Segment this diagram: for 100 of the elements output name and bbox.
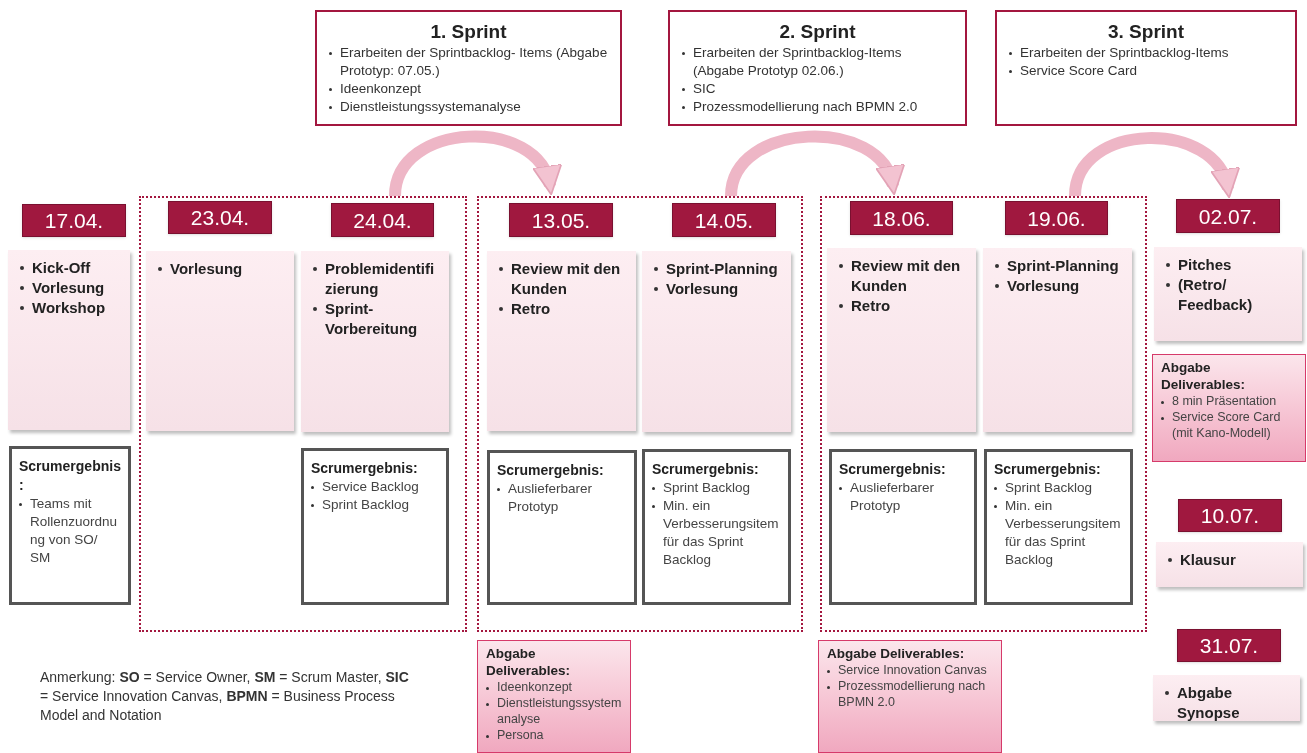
date-label — [850, 201, 953, 235]
list-item: Review mit den Kunden — [851, 256, 962, 296]
result-box — [829, 449, 977, 605]
activity-card — [487, 251, 636, 431]
date-label — [168, 201, 272, 234]
list-item: Dienstleistungssystemanalyse — [340, 98, 521, 116]
deliverables-heading: Abgabe Deliverables: — [1161, 359, 1247, 393]
list-item: Vorlesung — [1007, 276, 1080, 296]
date-text: 18.06. — [872, 207, 931, 229]
sprint-heading: 1. Sprint — [429, 20, 508, 44]
list-item: Vorlesung — [666, 279, 739, 299]
list-item: Sprint Backlog — [1005, 479, 1093, 497]
sprint-box — [668, 10, 967, 126]
result-heading: Scrumergebnis: — [19, 457, 121, 495]
list-item: Retro — [851, 296, 891, 316]
list-item: Prozessmodellierung nach BPMN 2.0 — [693, 98, 918, 116]
list-item: Prozessmodellierung nach BPMN 2.0 — [838, 678, 987, 710]
sprint-heading: 2. Sprint — [778, 20, 857, 44]
activity-card — [983, 248, 1132, 432]
result-heading: Scrumergebnis: — [497, 461, 605, 480]
list-item: SIC — [693, 80, 716, 98]
list-item: Erarbeiten der Sprintbacklog-Items (Abgabe Prototyp 02.06.) — [693, 44, 903, 80]
list-item: Vorlesung — [170, 259, 243, 279]
dotted-group-frame — [820, 196, 1147, 632]
list-item: Dienstleistungssystemanalyse — [497, 695, 622, 727]
list-item: (Retro/ Feedback) — [1178, 275, 1254, 315]
date-label — [1178, 499, 1282, 532]
list-item: Min. ein Verbesserungsitem für das Sprint Backlog — [663, 497, 780, 569]
note-text: Anmerkung: SO = Service Owner, SM = Scrum Master, SIC = Service Innovation Canvas, BPMN = Business Process Model and Notation — [40, 668, 410, 725]
list-item: Persona — [497, 727, 544, 743]
list-item: Sprint Backlog — [663, 479, 751, 497]
list-item: Pitches — [1178, 255, 1232, 275]
list-item: Erarbeiten der Sprintbacklog- Items (Abgabe Prototyp: 07.05.) — [340, 44, 608, 80]
list-item: Kick-Off — [32, 258, 91, 278]
deliverables-heading: Abgabe Deliverables: — [486, 645, 572, 679]
deliverables-box — [818, 640, 1002, 753]
sprint-box — [315, 10, 622, 126]
list-item: Sprint Backlog — [322, 496, 410, 514]
list-item: Vorlesung — [32, 278, 105, 298]
date-label — [1005, 201, 1108, 235]
list-item: Sprint-Vorbereitung — [325, 299, 419, 339]
curved-arrow — [389, 130, 559, 197]
date-label — [22, 204, 126, 237]
deliverables-heading: Abgabe Deliverables: — [827, 645, 966, 662]
list-item: Workshop — [32, 298, 106, 318]
activity-card — [8, 250, 130, 430]
result-box — [642, 449, 791, 605]
date-text: 14.05. — [694, 209, 754, 231]
list-item: Problemidentifizierung — [325, 259, 436, 299]
result-box — [984, 449, 1133, 605]
list-item: Service Backlog — [322, 478, 419, 496]
activity-card — [827, 248, 976, 432]
list-item: Min. ein Verbesserungsitem für das Sprint Backlog — [1005, 497, 1122, 569]
dotted-group-frame — [477, 196, 803, 632]
date-text: 10.07. — [1200, 505, 1260, 526]
sprint-heading: 3. Sprint — [1107, 20, 1185, 44]
curved-arrow — [1069, 132, 1237, 199]
list-item: Auslieferbarer Prototyp — [508, 480, 594, 516]
list-item: Service Innovation Canvas — [838, 662, 987, 678]
list-item: Sprint-Planning — [666, 259, 778, 279]
date-text: 19.06. — [1027, 207, 1086, 229]
list-item: Ideenkonzept — [340, 80, 422, 98]
sprint-box — [995, 10, 1297, 126]
list-item: Ideenkonzept — [497, 679, 573, 695]
result-box — [301, 448, 449, 605]
date-text: 17.04. — [44, 210, 104, 231]
list-item: Review mit den Kunden — [511, 259, 622, 299]
date-text: 31.07. — [1199, 635, 1259, 656]
date-text: 23.04. — [190, 207, 250, 228]
list-item: Sprint-Planning — [1007, 256, 1119, 276]
date-label — [1177, 629, 1281, 662]
activity-card — [301, 251, 449, 432]
date-label — [331, 203, 434, 237]
result-heading: Scrumergebnis: — [994, 460, 1102, 479]
date-text: 24.04. — [353, 209, 412, 231]
result-box — [9, 446, 131, 605]
result-heading: Scrumergebnis: — [839, 460, 947, 479]
date-label — [509, 203, 613, 237]
activity-card — [642, 251, 791, 432]
result-box — [487, 450, 637, 605]
date-label — [1176, 199, 1280, 233]
date-text: 13.05. — [531, 209, 591, 231]
date-label — [672, 203, 776, 237]
list-item: 8 min Präsentation — [1172, 393, 1277, 409]
list-item: Erarbeiten der Sprintbacklog-Items — [1020, 44, 1229, 62]
list-item: Klausur — [1180, 550, 1236, 570]
activity-card — [1156, 542, 1303, 587]
result-heading: Scrumergebnis: — [311, 459, 419, 478]
date-text: 02.07. — [1198, 205, 1258, 227]
dotted-group-frame — [139, 196, 467, 632]
list-item: Service Score Card — [1020, 62, 1138, 80]
list-item: Service Score Card (mit Kano-Modell) — [1172, 409, 1282, 441]
list-item: Retro — [511, 299, 551, 319]
result-heading: Scrumergebnis: — [652, 460, 760, 479]
activity-card — [1153, 675, 1300, 721]
list-item: Teams mit Rollenzuordnung von SO/ SM — [30, 495, 119, 567]
activity-card — [1154, 247, 1302, 341]
deliverables-box — [477, 640, 631, 753]
curved-arrow — [725, 130, 902, 198]
activity-card — [146, 251, 294, 431]
